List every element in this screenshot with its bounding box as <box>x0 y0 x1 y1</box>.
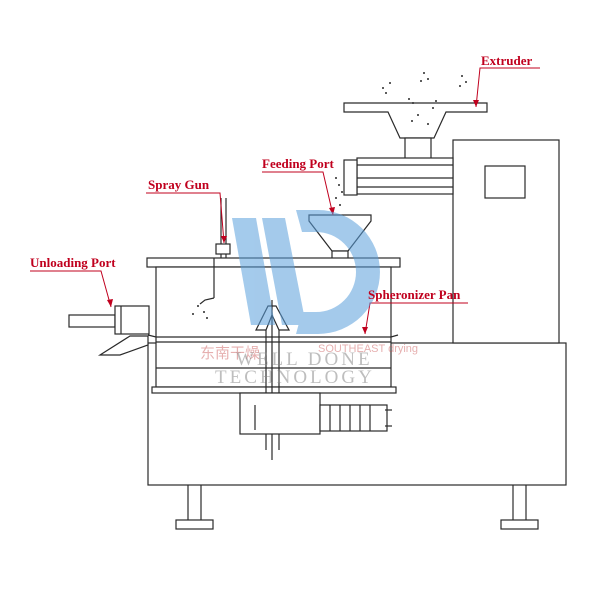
watermark-english-small: SOUTHEAST drying <box>318 343 419 355</box>
drive-housing <box>239 392 321 435</box>
extruder-barrel <box>356 157 454 195</box>
left-foot <box>175 519 214 530</box>
right-foot <box>500 519 539 530</box>
feeding-port-leader <box>262 171 334 216</box>
unloading-cylinder <box>68 314 116 328</box>
extruder-hopper <box>343 102 488 139</box>
control-cabinet <box>452 139 560 344</box>
spheronizer-pan <box>147 334 399 338</box>
watermark-line1: WELL DONE <box>236 349 373 370</box>
extruder-label: Extruder <box>481 53 533 68</box>
spheronizer-pan-label: Spheronizer Pan <box>368 287 461 302</box>
spray-gun-label: Spray Gun <box>148 177 210 192</box>
unloading-chute <box>97 335 149 356</box>
spray-gun-leader <box>146 192 225 244</box>
control-panel-screen <box>484 165 526 199</box>
watermark-line2: TECHNOLOGY <box>215 367 375 388</box>
unloading-port-leader <box>30 270 112 308</box>
spray-gun-head <box>215 243 231 255</box>
unloading-port-label: Unloading Port <box>30 255 116 270</box>
drive-motor <box>319 404 388 432</box>
watermark-chinese: 东南干燥 <box>200 344 261 362</box>
extruder-leader <box>475 67 540 108</box>
feeding-port-label: Feeding Port <box>262 156 334 171</box>
watermark-logo <box>232 210 380 334</box>
